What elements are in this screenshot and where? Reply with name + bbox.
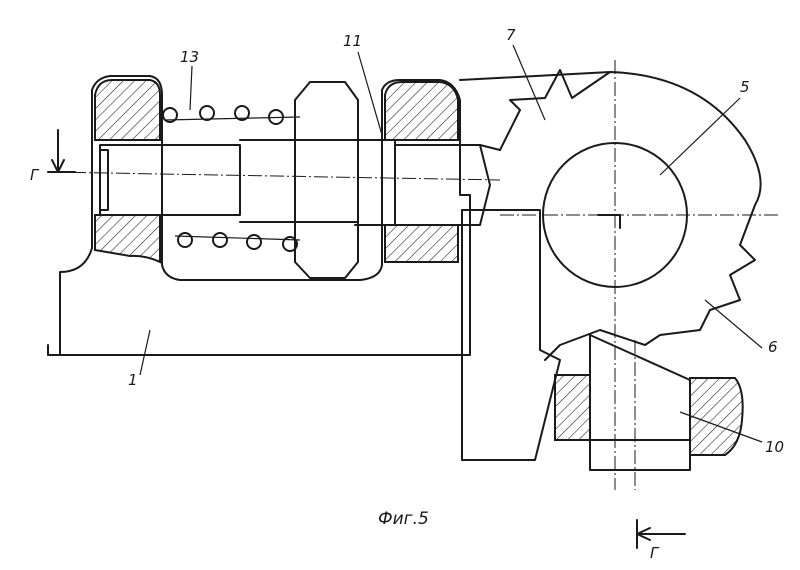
wedge bbox=[590, 335, 690, 470]
section-marker-right bbox=[637, 520, 685, 548]
hex-nut bbox=[295, 82, 358, 278]
section-letter-left: Г bbox=[30, 166, 40, 184]
label-6: 6 bbox=[768, 338, 778, 356]
figure-caption: Фиг.5 bbox=[378, 509, 429, 529]
label-11: 11 bbox=[343, 32, 362, 50]
left-bushing-section bbox=[95, 80, 160, 262]
section-marker-left bbox=[48, 130, 75, 172]
spring-coils bbox=[163, 106, 300, 251]
label-5: 5 bbox=[740, 78, 750, 96]
label-7: 7 bbox=[506, 26, 516, 44]
label-1: 1 bbox=[128, 371, 138, 389]
lower-bushing-section bbox=[555, 375, 743, 455]
label-13: 13 bbox=[180, 48, 199, 66]
lower-plate bbox=[462, 210, 560, 460]
label-10: 10 bbox=[765, 438, 784, 456]
section-letter-right: Г bbox=[650, 544, 660, 562]
